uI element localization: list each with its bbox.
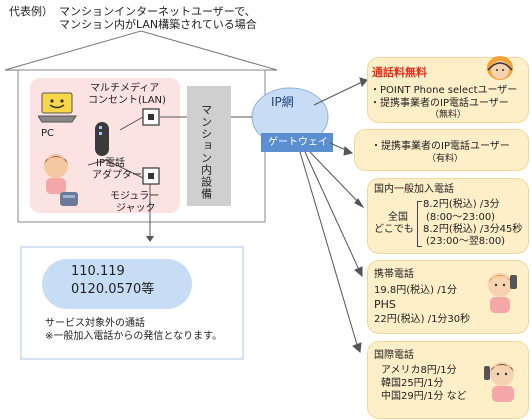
header-line-2: マンション内がLAN構築されている場合	[59, 18, 257, 31]
header-line-1: マンションインターネットユーザーで、	[59, 5, 256, 18]
card-landline-scope-2: どこでも	[374, 224, 414, 235]
operator-icon	[470, 52, 520, 82]
card-paid-note: （有料）	[427, 154, 464, 164]
card-free-calls: 通話料無料 ・POINT Phone selectユーザー ・提携事業者のIP電…	[367, 56, 529, 123]
gateway-label: ゲートウェイ	[268, 137, 328, 148]
card-landline-time-2: (23:00〜翌8:00)	[426, 236, 506, 247]
card-paid-item: ・提携事業者のIP電話ユーザー	[371, 141, 510, 152]
card-mobile-title: 携帯電話	[374, 269, 414, 280]
card-free-title: 通話料無料	[372, 66, 427, 79]
card-phs-rate: 22円(税込) /1分30秒	[374, 314, 471, 325]
numbers-pill	[42, 259, 192, 309]
card-landline: 国内一般加入電話 全国 どこでも 8.2円(税込) /3分 (8:00〜23:0…	[367, 178, 529, 254]
out-of-service-note-2: ※一般加入電話からの発信となります。	[45, 331, 223, 342]
person-phone-icon	[38, 148, 82, 210]
pc-label: PC	[41, 128, 55, 139]
number-0120-0570: 0120.0570等	[71, 282, 155, 297]
modular-label-1: モジュラー	[110, 191, 160, 202]
header-label: 代表例）	[9, 5, 53, 18]
card-intl-line-3: 中国29円/1分 など	[381, 391, 467, 402]
ip-network-label: IP網	[271, 95, 294, 109]
landline-bracket	[417, 201, 422, 247]
facility-label: マンション内設備	[199, 104, 213, 200]
multimedia-label-1: マルチメディア	[90, 83, 160, 94]
card-free-item-2-note: （無料）	[430, 110, 467, 120]
adapter-label-2: アダプター	[92, 170, 142, 181]
international-user-icon	[482, 356, 524, 406]
modular-label-2: ジャック	[116, 203, 156, 214]
out-of-service-note-1: サービス対象外の通話	[45, 318, 145, 329]
card-paid-ip: ・提携事業者のIP電話ユーザー （有料）	[354, 129, 529, 171]
number-110-119: 110.119	[71, 264, 125, 279]
card-landline-time-1: (8:00〜23:00)	[426, 212, 496, 223]
card-landline-rate-1: 8.2円(税込) /3分	[423, 199, 500, 210]
multimedia-label-2: コンセント(LAN)	[88, 95, 166, 106]
card-landline-title: 国内一般加入電話	[374, 184, 454, 195]
house-roof	[4, 30, 278, 71]
card-intl-line-1: アメリカ8円/1分	[381, 365, 457, 376]
card-mobile-rate: 19.8円(税込) /1分	[374, 285, 457, 296]
ip-adapter-device	[95, 122, 109, 156]
card-intl-line-2: 韓国25円/1分	[381, 378, 444, 389]
card-landline-scope-1: 全国	[388, 212, 408, 223]
facility-box	[187, 86, 231, 206]
card-landline-rate-2: 8.2円(税込) /3分45秒	[423, 224, 523, 235]
adapter-label-1: IP電話	[96, 158, 125, 169]
card-free-item-1: ・POINT Phone selectユーザー	[370, 85, 518, 96]
mobile-user-icon	[480, 269, 524, 317]
card-mobile: 携帯電話 19.8円(税込) /1分 PHS 22円(税込) /1分30秒	[367, 260, 529, 334]
pc-laptop-icon	[37, 92, 78, 124]
card-free-item-2: ・提携事業者のIP電話ユーザー	[370, 98, 509, 109]
card-intl-title: 国際電話	[374, 350, 414, 361]
gateway-box	[261, 133, 333, 152]
card-phs-title: PHS	[374, 298, 396, 311]
card-international: 国際電話 アメリカ8円/1分 韓国25円/1分 中国29円/1分 など	[367, 341, 529, 419]
